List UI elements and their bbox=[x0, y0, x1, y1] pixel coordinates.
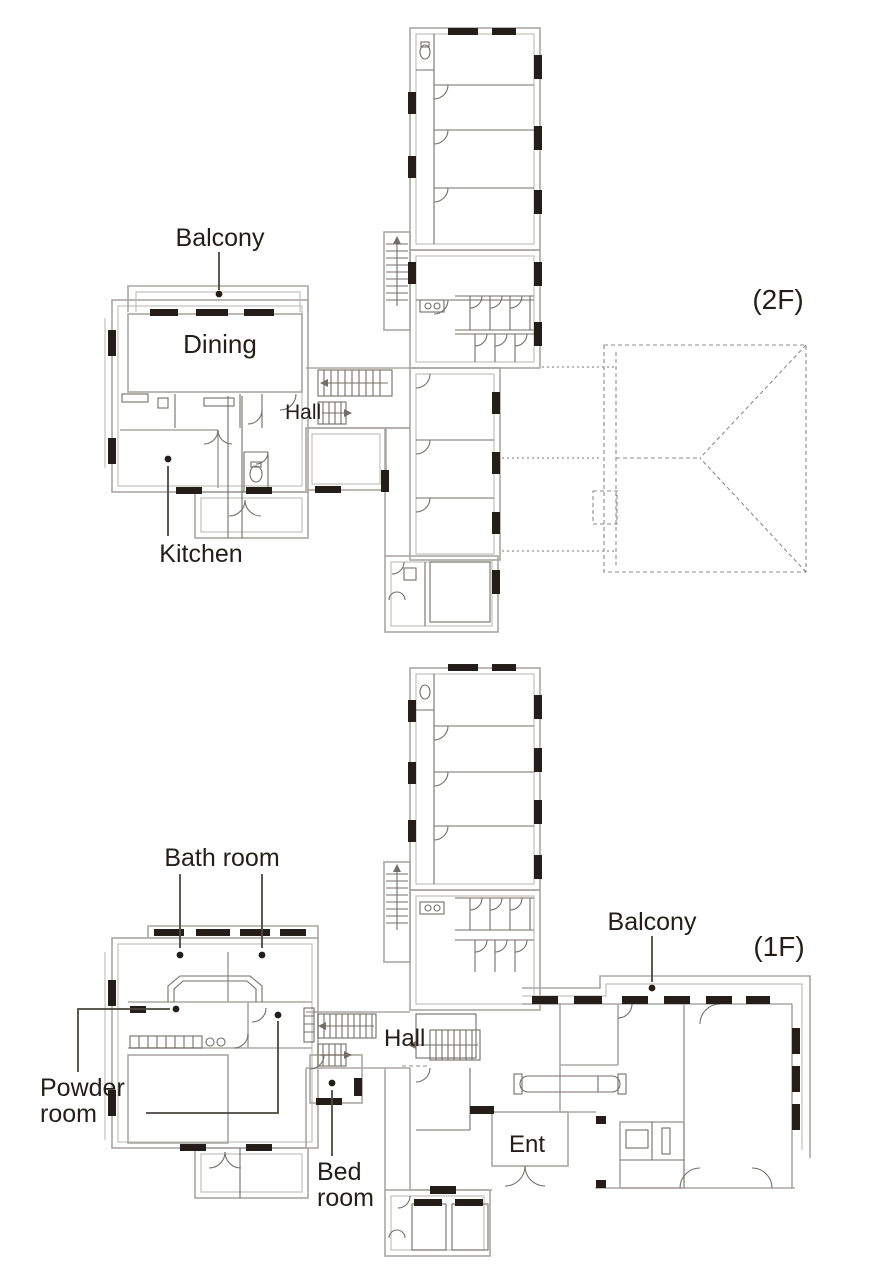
1f-staircases bbox=[317, 864, 481, 1067]
1f-powder-room-dot-2 bbox=[274, 1011, 282, 1019]
1f-balcony-dot bbox=[648, 984, 656, 992]
1f-bedroom-label-line1: Bed bbox=[317, 1158, 361, 1186]
1f-powder-room-dot-1 bbox=[172, 1005, 180, 1013]
1f-ent-label: Ent bbox=[509, 1131, 545, 1158]
1f-bedroom-dot bbox=[328, 1079, 336, 1087]
2f-kitchen-dot bbox=[164, 455, 172, 463]
2f-roof-connector-dotted bbox=[502, 366, 614, 552]
1f-powder-room-leader-line-2 bbox=[146, 1021, 279, 1114]
1f-labels: Bath room Powder room Bed room Hall Ent … bbox=[40, 844, 805, 1212]
1f-floor-tag: (1F) bbox=[753, 931, 804, 962]
1f-bedroom-label-line2: room bbox=[317, 1184, 374, 1212]
2f-balcony-dot bbox=[215, 290, 223, 298]
2f-dining-label: Dining bbox=[183, 329, 257, 359]
2f-kitchen-label: Kitchen bbox=[159, 540, 242, 568]
2f-balcony-label: Balcony bbox=[176, 224, 265, 252]
2f-roof-outline-dashed bbox=[592, 344, 807, 573]
2f-labels: Balcony Dining Hall Kitchen (2F) bbox=[159, 224, 803, 568]
1f-powder-room-label-line1: Powder bbox=[40, 1074, 125, 1102]
1f-powder-room-leader-line-1 bbox=[77, 1008, 170, 1072]
1f-bathroom-dot-right bbox=[258, 951, 266, 959]
1f-bathroom-dot-left bbox=[176, 951, 184, 959]
1f-exterior-walls bbox=[104, 667, 811, 1257]
2f-floor-tag: (2F) bbox=[752, 284, 803, 315]
1f-interior-details bbox=[129, 674, 773, 1251]
1f-bathroom-label: Bath room bbox=[164, 844, 279, 872]
floor-1f-plan: Bath room Powder room Bed room Hall Ent … bbox=[40, 664, 811, 1257]
1f-windows bbox=[108, 664, 800, 1206]
1f-balcony-label: Balcony bbox=[608, 908, 697, 936]
2f-staircases bbox=[317, 236, 408, 425]
2f-interior-details bbox=[121, 34, 534, 626]
2f-windows bbox=[108, 28, 542, 594]
1f-powder-room-label-line2: room bbox=[40, 1100, 97, 1128]
2f-hall-label: Hall bbox=[285, 401, 321, 424]
floor-2f-plan: Balcony Dining Hall Kitchen (2F) bbox=[104, 27, 807, 633]
1f-hall-label: Hall bbox=[384, 1025, 425, 1052]
